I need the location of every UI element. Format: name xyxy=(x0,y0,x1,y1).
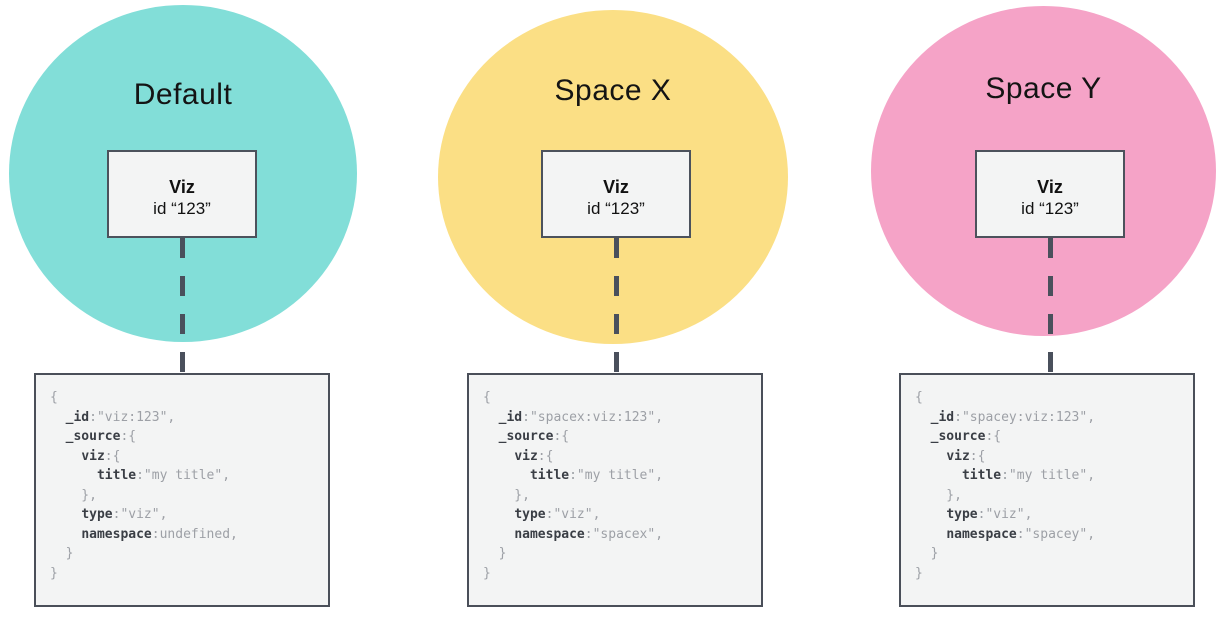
code-line: namespace:undefined, xyxy=(81,526,238,542)
viz-node-title: Viz xyxy=(603,177,629,197)
code-line: title:"my title", xyxy=(529,468,664,483)
dashed-connector-space-y xyxy=(1048,238,1053,373)
code-line: } xyxy=(915,546,939,561)
code-line: { xyxy=(483,390,491,405)
saved-object-code-space-y: { _id:"spacey:viz:123", _source:{ viz:{ … xyxy=(899,373,1195,607)
code-line: _source:{ xyxy=(930,429,1002,444)
space-label-default: Default xyxy=(133,78,233,111)
viz-node-id: id “123” xyxy=(1021,199,1079,218)
code-line: }, xyxy=(915,487,962,503)
code-line: type:"viz", xyxy=(946,507,1033,522)
viz-node-id: id “123” xyxy=(587,199,645,218)
code-line: _source:{ xyxy=(65,429,137,444)
viz-node-space-y: Viz id “123” xyxy=(975,150,1125,238)
viz-node-title: Viz xyxy=(169,177,195,197)
code-line: namespace:"spacey", xyxy=(946,526,1096,542)
viz-node-space-x: Viz id “123” xyxy=(541,150,691,238)
code-line: } xyxy=(483,546,507,561)
dashed-connector-default xyxy=(180,238,185,373)
code-line: viz:{ xyxy=(946,448,986,464)
code-line: namespace:"spacex", xyxy=(514,526,664,542)
code-line: type:"viz", xyxy=(514,507,601,522)
code-line: } xyxy=(50,565,58,581)
code-line: }, xyxy=(483,487,530,503)
viz-node-title: Viz xyxy=(1037,177,1063,197)
dashed-connector-space-x xyxy=(614,238,619,373)
space-label-space-x: Space X xyxy=(554,74,672,107)
saved-object-code-space-x: { _id:"spacex:viz:123", _source:{ viz:{ … xyxy=(467,373,763,607)
code-line: { xyxy=(915,390,923,405)
code-line: { xyxy=(50,390,58,405)
code-line: }, xyxy=(50,487,97,503)
saved-object-code-default: { _id:"viz:123", _source:{ viz:{ title:"… xyxy=(34,373,330,607)
viz-node-default: Viz id “123” xyxy=(107,150,257,238)
code-line: viz:{ xyxy=(81,448,121,464)
code-line: _id:"spacex:viz:123", xyxy=(498,409,664,425)
code-line: title:"my title", xyxy=(96,468,231,483)
code-line: } xyxy=(915,565,923,581)
code-line: type:"viz", xyxy=(81,507,168,522)
space-label-space-y: Space Y xyxy=(985,72,1102,105)
viz-node-id: id “123” xyxy=(153,199,211,218)
code-line: _id:"spacey:viz:123", xyxy=(930,409,1096,425)
code-line: } xyxy=(50,546,74,561)
code-line: title:"my title", xyxy=(961,468,1096,483)
code-line: } xyxy=(483,565,491,581)
code-line: _id:"viz:123", xyxy=(65,409,176,425)
code-line: viz:{ xyxy=(514,448,554,464)
code-line: _source:{ xyxy=(498,429,570,444)
